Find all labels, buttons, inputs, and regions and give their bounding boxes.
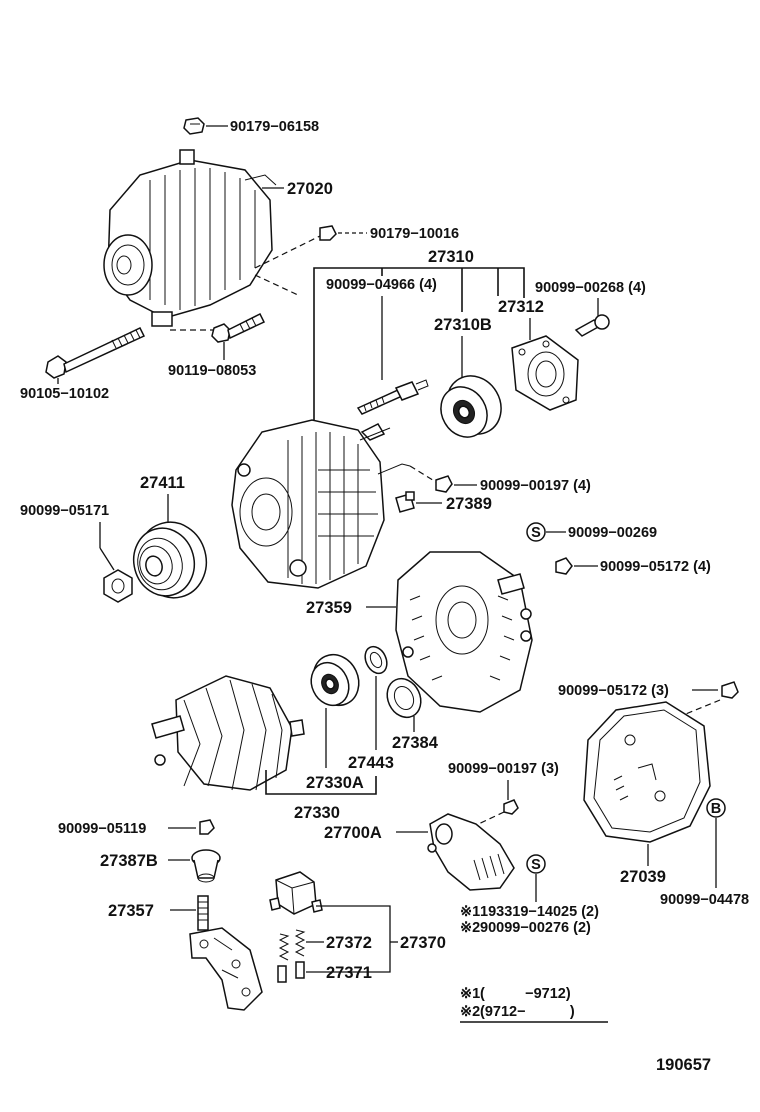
nut-90099-05172-4	[555, 557, 573, 575]
diagram-id: 190657	[656, 1056, 711, 1074]
rotor-27330	[151, 675, 305, 791]
label-90099-00269: 90099−00269	[568, 525, 657, 541]
label-27357: 27357	[108, 902, 154, 920]
plate-27312	[511, 335, 579, 411]
label-27370: 27370	[400, 934, 446, 952]
label-27371: 27371	[326, 964, 372, 982]
wire-terminal	[359, 427, 391, 441]
label-90099-05119: 90099−05119	[58, 821, 146, 837]
dash-line-4	[409, 465, 437, 483]
label-193319-14025: 193319−14025 (2)	[480, 904, 599, 920]
screw-90099-00197-4	[435, 475, 453, 493]
wire-terminal-2	[377, 463, 411, 475]
nut-90179-10016	[319, 225, 337, 241]
brushes-27371	[277, 961, 305, 983]
label-90099-05172-4: 90099−05172 (4)	[600, 559, 711, 575]
label-27310: 27310	[428, 248, 474, 266]
bracket-27370	[316, 905, 391, 973]
alternator-assembly-27020	[103, 149, 277, 327]
s-badge-label: S	[531, 525, 541, 541]
label-90099-04478: 90099−04478	[660, 892, 749, 908]
brush-holder-27370	[269, 871, 323, 915]
dash-line-5	[675, 699, 721, 719]
label-90099-05172-3: 90099−05172 (3)	[558, 683, 669, 699]
stud-90099-04966	[356, 379, 429, 415]
label-27020: 27020	[287, 180, 333, 198]
washer-27443	[364, 645, 388, 675]
legend-row1-mark: ※1	[460, 986, 480, 1002]
bushing-27387B	[191, 849, 221, 883]
screw-90099-00268	[574, 314, 610, 337]
s-badge-circle	[526, 522, 546, 542]
regulator-27700A	[427, 813, 515, 891]
b-badge-label: B	[711, 801, 721, 817]
legend-row1-range: ( −9712)	[480, 986, 571, 1002]
label-27312: 27312	[498, 298, 544, 316]
label-27443: 27443	[348, 754, 394, 772]
nut-90179-06158	[183, 117, 205, 135]
springs-27372	[278, 929, 306, 961]
label-90099-04966: 90099−04966 (4)	[326, 277, 437, 293]
screw-90099-00197-3	[503, 799, 519, 815]
bolt-90105-10102	[45, 327, 146, 379]
legend-row2-mark: ※2	[460, 1004, 480, 1020]
legend: ※1 ( −9712) ※2 (9712− )	[460, 986, 608, 1023]
rectifier-end-frame-27359	[395, 551, 533, 713]
label-27310B: 27310B	[434, 316, 492, 334]
s-badge-circle-2	[526, 854, 546, 874]
cover-27384	[386, 677, 422, 719]
label-27387B: 27387B	[100, 852, 158, 870]
leader-90099-05171-b	[99, 547, 115, 571]
label-27384: 27384	[392, 734, 439, 752]
drive-end-frame	[231, 419, 386, 589]
note-mark-1: ※1	[460, 904, 480, 920]
label-27359: 27359	[306, 599, 352, 617]
label-90119-08053: 90119−08053	[168, 363, 256, 379]
label-90099-00197-4: 90099−00197 (4)	[480, 478, 591, 494]
rectifier-holder-27357	[189, 895, 263, 1011]
nut-90099-05171	[103, 569, 133, 603]
label-90099-00197-3: 90099−00197 (3)	[448, 761, 559, 777]
rear-cover-27039	[583, 701, 711, 843]
insulator-27389	[395, 491, 415, 513]
bearing-27310B	[440, 375, 502, 438]
label-27039: 27039	[620, 868, 666, 886]
label-27389: 27389	[446, 495, 492, 513]
nut-90099-05119	[199, 819, 215, 835]
label-27330: 27330	[294, 804, 340, 822]
pulley-27411	[132, 521, 208, 599]
label-90179-10016: 90179−10016	[370, 226, 459, 242]
dash-line-1	[254, 235, 321, 269]
bearing-27330A	[310, 653, 360, 707]
label-90099-05171: 90099−05171	[20, 503, 109, 519]
bracket-27310	[313, 267, 525, 420]
label-90099-00268: 90099−00268 (4)	[535, 280, 646, 296]
nut-90099-05172-3	[721, 681, 739, 699]
label-90099-00276: 90099−00276 (2)	[480, 920, 591, 936]
label-90179-06158: 90179−06158	[230, 119, 319, 135]
label-27700A: 27700A	[324, 824, 382, 842]
b-badge-circle	[706, 798, 726, 818]
legend-row2-range: (9712− )	[480, 1004, 575, 1020]
bracket-27330	[265, 770, 377, 795]
s-badge-label-2: S	[531, 857, 541, 873]
label-27411: 27411	[140, 474, 185, 492]
label-27330A: 27330A	[306, 774, 364, 792]
dash-line-2	[254, 274, 299, 296]
bolt-90119-08053	[211, 312, 266, 343]
note-mark-2: ※2	[460, 920, 480, 936]
label-27372: 27372	[326, 934, 372, 952]
label-90105-10102: 90105−10102	[20, 386, 109, 402]
